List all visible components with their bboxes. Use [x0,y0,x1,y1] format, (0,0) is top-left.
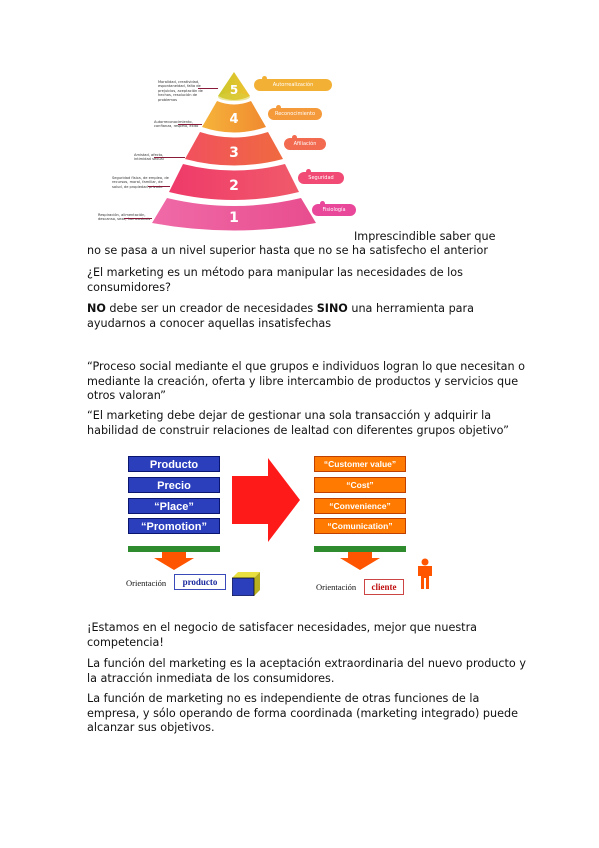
paragraph-3-text-b: una herramienta para ayudarnos a conocer… [87,302,474,330]
pill-label-5: Autorrealización [272,82,314,88]
left-orientation-label: Orientación [126,578,167,588]
paragraph-3-no: NO [87,302,106,315]
pyramid-pill-3: Afiliación [284,135,326,150]
four-p-producto: Producto [128,456,220,472]
four-c-convenience: “Convenience” [314,498,406,514]
pyramid-note-5: Moralidad, creatividad, espontaneidad, f… [158,80,203,102]
paragraph-1: no se pasa a un nivel superior hasta que… [87,244,488,257]
pyramid-pill-2: Seguridad [298,169,344,184]
pyramid-pill-1: Fisiología [312,201,356,216]
pill-dot-icon [306,169,311,174]
left-orientation-value: producto [174,574,226,590]
pyramid-pill-4: Reconocimiento [268,105,322,120]
product-box-icon [232,572,260,596]
pill-dot-icon [292,135,297,140]
pill-dot-icon [276,105,281,110]
paragraph-3-text-a: debe ser un creador de necesidades [105,302,317,315]
four-c-cost: “Cost” [314,477,406,493]
left-down-arrow-icon [128,546,220,570]
pyramid-note-1: Respiración, alimentación, descanso, sex… [98,213,151,222]
paragraph-2: ¿El marketing es un método para manipula… [87,266,463,294]
right-arrow-icon [232,458,300,542]
level-number-1: 1 [229,210,239,226]
pyramid-note-line-2 [148,186,170,187]
pyramid-level-1 [152,198,316,231]
pyramid-note-2: Seguridad física, de empleo, de recursos… [112,176,169,189]
pill-label-2: Seguridad [308,175,334,181]
four-p-promotion: “Promotion” [128,518,220,534]
paragraph-4-quote: “Proceso social mediante el que grupos e… [87,360,525,402]
pyramid-note-4: Autorreconocimiento, confianza, respeto,… [154,120,199,129]
maslow-pyramid: 5 4 3 2 1 Moralidad, creatividad, espont… [90,68,360,233]
paragraph-3-sino: SINO [316,302,348,315]
person-icon [418,558,432,589]
four-p-place: “Place” [128,498,220,514]
paragraph-1-start: Imprescindible saber que [354,230,496,243]
pyramid-note-line-5 [198,88,218,89]
paragraph-6: ¡Estamos en el negocio de satisfacer nec… [87,621,478,649]
pill-dot-icon [320,201,325,206]
level-number-3: 3 [229,145,239,161]
level-number-2: 2 [229,178,239,194]
pyramid-level-3 [185,132,283,166]
pyramid-note-line-3 [154,157,185,158]
pill-label-3: Afiliación [293,141,317,147]
pyramid-level-4 [202,101,266,133]
four-p-precio: Precio [128,477,220,493]
paragraph-5-quote: “El marketing debe dejar de gestionar un… [87,409,509,437]
pyramid-level-5 [218,72,250,100]
right-down-arrow-icon [314,546,406,570]
level-number-5: 5 [230,83,238,97]
four-c-customer-value: “Customer value” [314,456,406,472]
right-orientation-label: Orientación [316,582,357,592]
pill-label-4: Reconocimiento [274,111,316,117]
pyramid-pill-5: Autorrealización [254,76,332,91]
pill-dot-icon [262,76,267,81]
pyramid-level-2 [169,164,299,200]
paragraph-8: La función de marketing no es independie… [87,692,518,734]
pyramid-graphic: 5 4 3 2 1 [152,72,316,231]
right-orientation-value: cliente [364,579,404,595]
marketing-4p-4c-diagram: Producto Precio “Place” “Promotion” “Cus… [120,448,432,598]
four-c-comunication: “Comunication” [314,518,406,534]
pyramid-note-line-4 [178,124,202,125]
paragraph-7: La función del marketing es la aceptació… [87,657,526,685]
paragraph-3: NO debe ser un creador de necesidades SI… [87,302,517,331]
pill-label-1: Fisiología [322,207,346,213]
pyramid-note-line-1 [124,218,152,219]
level-number-4: 4 [229,112,238,127]
pyramid-note-3: Amistad, afecto, intimidad sexual [134,153,164,162]
